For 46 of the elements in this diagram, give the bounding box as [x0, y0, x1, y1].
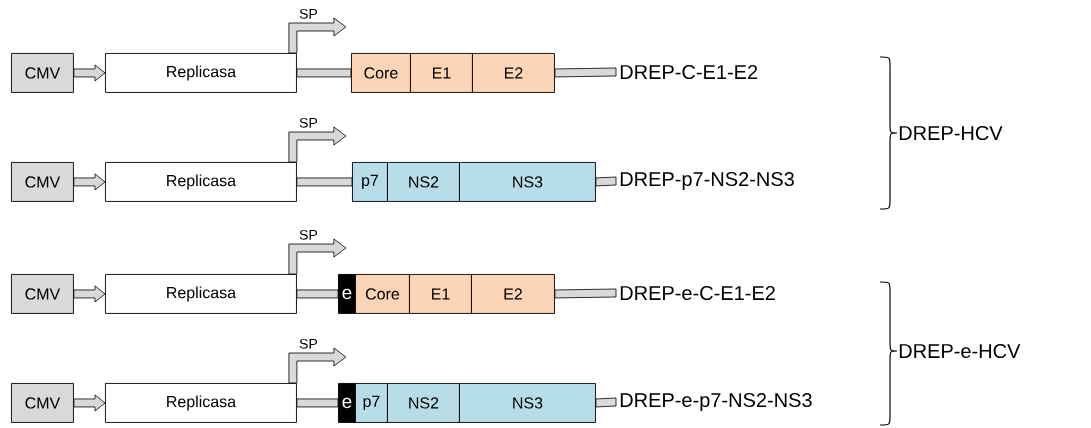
- gene-segment: E1: [409, 274, 472, 314]
- promoter-box: CMV: [11, 53, 74, 93]
- edge-label: SP: [299, 8, 318, 19]
- promoter-box: CMV: [11, 162, 74, 202]
- replicase-box: Replicasa: [105, 162, 297, 202]
- bent-arrow: [288, 347, 347, 384]
- linker-bar: [296, 177, 353, 187]
- linker-bar: [595, 397, 617, 408]
- gene-segment: NS3: [459, 162, 596, 202]
- linker-bar: [554, 67, 617, 78]
- gene-segment: NS3: [459, 383, 596, 423]
- gene-segment: E2: [472, 53, 555, 93]
- construct-label: DREP-e-p7-NS2-NS3: [620, 392, 812, 412]
- arrow: [73, 394, 106, 412]
- linker-bar: [554, 288, 617, 299]
- promoter-box: CMV: [11, 383, 74, 423]
- arrow: [73, 64, 106, 82]
- construct-label: DREP-p7-NS2-NS3: [620, 171, 794, 191]
- group-label: DREP-HCV: [899, 125, 1003, 141]
- tag-box: e: [338, 383, 356, 423]
- arrow: [73, 173, 106, 191]
- group-label: DREP-e-HCV: [899, 343, 1021, 359]
- construct-label: DREP-C-E1-E2: [620, 64, 758, 80]
- linker-bar: [296, 398, 339, 408]
- linker-bar: [595, 176, 617, 187]
- edge-label: SP: [299, 117, 318, 128]
- arrow: [73, 285, 106, 303]
- linker-bar: [296, 289, 339, 299]
- replicase-box: Replicasa: [105, 383, 297, 423]
- edge-label: SP: [299, 338, 318, 349]
- gene-segment: E1: [410, 53, 473, 93]
- replicase-box: Replicasa: [105, 53, 297, 93]
- gene-segment: Core: [351, 53, 411, 93]
- gene-segment: p7: [352, 162, 388, 202]
- bent-arrow: [288, 126, 347, 163]
- edge-label: SP: [299, 229, 318, 240]
- replicase-box: Replicasa: [105, 274, 297, 314]
- gene-segment: E2: [471, 274, 555, 314]
- bent-arrow: [288, 238, 347, 275]
- linker-bar: [296, 68, 352, 78]
- tag-box: e: [338, 274, 356, 314]
- bent-arrow: [288, 17, 347, 54]
- gene-segment: p7: [355, 383, 388, 423]
- promoter-box: CMV: [11, 274, 74, 314]
- construct-label: DREP-e-C-E1-E2: [620, 285, 775, 301]
- gene-segment: Core: [355, 274, 410, 314]
